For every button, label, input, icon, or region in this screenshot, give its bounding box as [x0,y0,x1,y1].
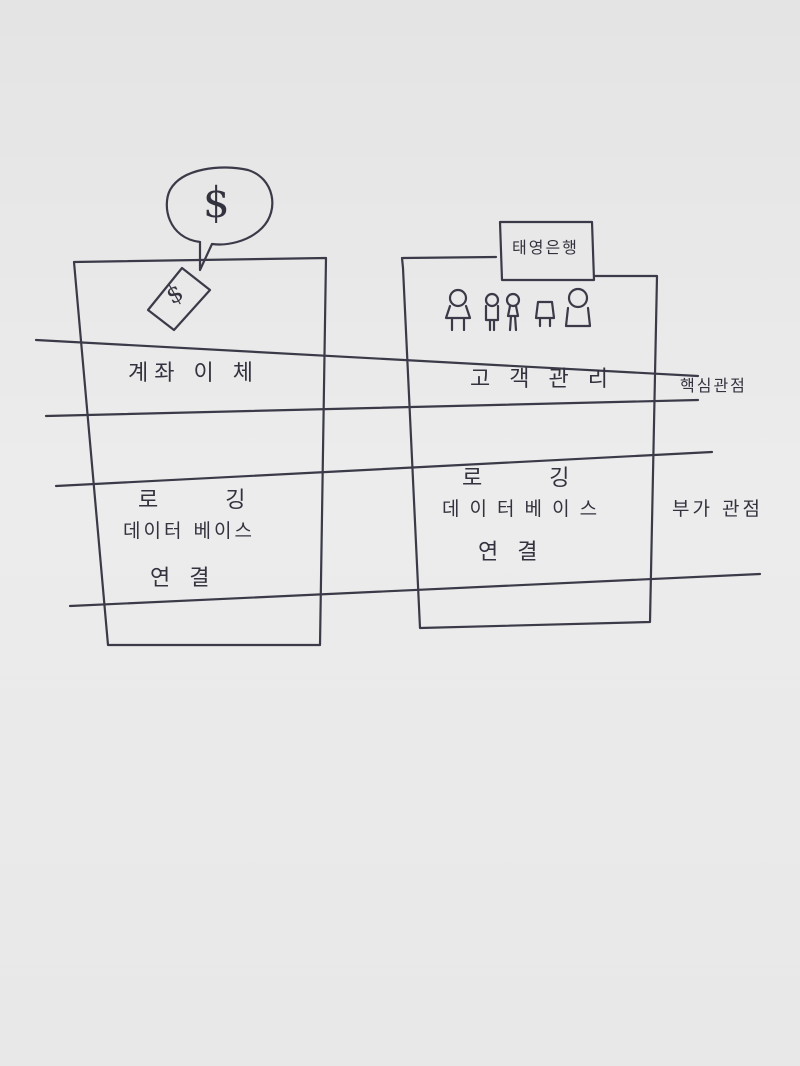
right-connect-label: 연 결 [478,540,544,565]
additional-bottom-line [68,572,762,608]
left-connect-label: 연 결 [150,566,216,591]
left-db-label: 데이터 베이스 [123,520,255,542]
left-box-outline [72,256,328,647]
bank-sign-label: 태영은행 [512,238,579,257]
money-card-icon [146,266,212,332]
core-top-line [34,338,700,378]
bank-sign-icon [498,220,596,282]
customer-people-icon [444,287,592,332]
money-bubble-icon [165,166,274,272]
additional-top-line [54,450,714,488]
bubble-dollar-text: $ [203,178,230,227]
left-core-label: 계좌 이 체 [128,361,259,386]
right-core-label: 고 객 관 리 [470,367,614,392]
right-box-outline [400,255,659,630]
additional-view-label: 부가 관점 [672,498,763,520]
right-db-label: 데 이 터 베 이 스 [442,498,600,520]
right-logging-label: 로 깅 [462,466,600,491]
core-view-label: 핵심관점 [680,376,747,395]
left-logging-label: 로 깅 [138,488,276,513]
core-bottom-line [44,398,700,418]
